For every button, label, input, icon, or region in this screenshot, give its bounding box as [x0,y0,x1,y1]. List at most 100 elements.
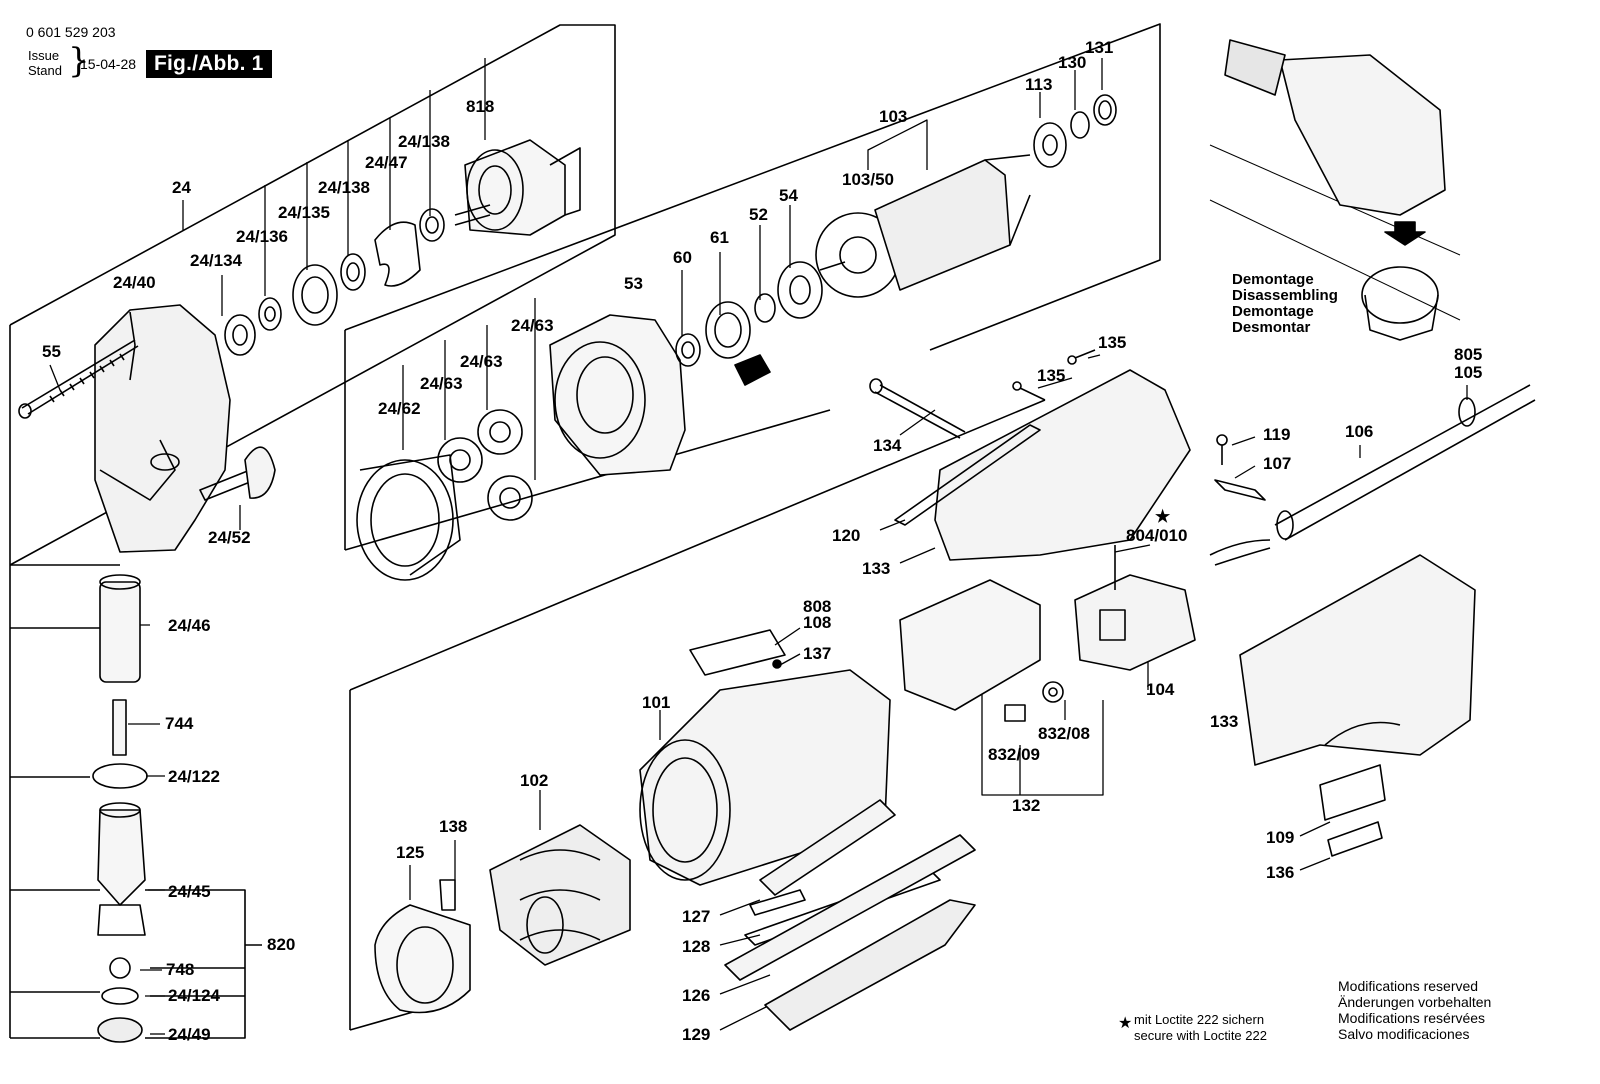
callout-744: 744 [165,714,194,733]
part-screws-135 [1012,349,1096,401]
part-ring-gear [356,454,461,581]
callout-108: 108 [803,613,831,632]
part-clamp-107-119 [1214,434,1266,501]
callout-24-49: 24/49 [168,1025,211,1044]
callout-24-135: 24/135 [278,203,330,222]
callout-832-08: 832/08 [1038,724,1090,743]
modifications-de: Änderungen vorbehalten [1338,994,1492,1010]
modifications-note: Modifications reserved Änderungen vorbeh… [1338,978,1491,1042]
part-cable-106 [1209,384,1536,566]
loctite-line-1: mit Loctite 222 sichern [1134,1012,1265,1027]
figure-label: Fig./Abb. 1 [146,50,272,78]
callout-24-40: 24/40 [113,273,156,292]
callout-60: 60 [673,248,692,267]
callout-24-62: 24/62 [378,399,421,418]
callout-129: 129 [682,1025,710,1044]
callout-labels: 24 24/40 24/134 24/136 24/135 24/138 24/… [42,38,1482,1044]
part-wing-bolt [199,446,276,501]
disassembly-line-de: Demontage [1232,271,1314,288]
callout-24-122: 24/122 [168,767,220,786]
callout-24-46: 24/46 [168,616,211,635]
callout-120: 120 [832,526,860,545]
callout-54: 54 [779,186,798,205]
callout-138: 138 [439,817,467,836]
part-housing-half-133 [894,369,1191,561]
modifications-fr: Modifications resérvées [1338,1010,1486,1026]
callout-24-136: 24/136 [236,227,288,246]
callout-135b: 135 [1037,366,1065,385]
callout-804-010: 804/010 [1126,526,1187,545]
callout-127: 127 [682,907,710,926]
callout-106: 106 [1345,422,1373,441]
callout-53: 53 [624,274,643,293]
part-stator-102 [489,824,631,966]
callout-24-134: 24/134 [190,251,243,270]
callout-24-63c: 24/63 [511,316,554,335]
callout-135a: 135 [1098,333,1126,352]
disassembly-note: Demontage Disassembling Demontage Desmon… [1232,272,1338,336]
callout-61: 61 [710,228,729,247]
part-switch-104 [1074,545,1196,671]
callout-808: 808 [803,597,831,616]
callout-103-50: 103/50 [842,170,894,189]
issue-label: Issue [28,48,60,63]
brace: } [68,41,90,81]
callout-137: 137 [803,644,831,663]
callout-102: 102 [520,771,548,790]
callout-24-45: 24/45 [168,882,211,901]
callout-24-47: 24/47 [365,153,408,172]
callout-134: 134 [873,436,902,455]
callout-748: 748 [166,960,194,979]
callout-24: 24 [172,178,191,197]
part-bearing-113-131 [1033,94,1117,168]
part-armature-103 [815,154,1031,298]
callout-105: 105 [1454,363,1482,382]
disassembly-line-fr: Demontage [1232,303,1314,320]
callout-55: 55 [42,342,61,361]
callout-131: 131 [1085,38,1113,57]
part-angle-head [94,304,231,553]
callout-818: 818 [466,97,494,116]
part-fan-guard-125 [374,879,471,1014]
part-left-column [92,574,148,1043]
callout-805: 805 [1454,345,1482,364]
callout-119: 119 [1263,425,1290,444]
callout-136: 136 [1266,863,1294,882]
part-spindle-818 [454,139,581,236]
part-field-housing-101 [639,629,891,886]
callout-104: 104 [1146,680,1175,699]
callout-133a: 133 [862,559,890,578]
callout-832-09: 832/09 [988,745,1040,764]
callout-101: 101 [642,693,670,712]
part-bearing-60-61 [675,261,823,386]
callout-125: 125 [396,843,424,862]
callout-126: 126 [682,986,710,1005]
part-bearings-row [224,208,445,356]
callout-52: 52 [749,205,768,224]
issue-date: 15-04-28 [80,56,137,72]
callout-103: 103 [879,107,907,126]
callout-24-63b: 24/63 [460,352,503,371]
part-brush-holder [899,579,1064,722]
callout-132: 132 [1012,796,1040,815]
star-mark: ★ [1155,507,1171,526]
disassembly-line-es: Desmontar [1232,319,1311,336]
callout-107: 107 [1263,454,1291,473]
callout-109: 109 [1266,828,1294,847]
part-planet-gears [437,409,533,521]
callout-24-138b: 24/138 [398,132,450,151]
callout-24-138a: 24/138 [318,178,370,197]
callout-24-52: 24/52 [208,528,251,547]
part-gear-housing-53 [549,314,686,476]
stand-label: Stand [28,63,62,78]
callout-130: 130 [1058,53,1086,72]
callout-113: 113 [1025,75,1052,94]
callout-24-63a: 24/63 [420,374,463,393]
loctite-line-2: secure with Loctite 222 [1134,1028,1267,1043]
part-screw-134 [869,378,966,439]
part-inset-demontage [1209,39,1461,341]
part-screw-55 [18,339,139,419]
part-switch-slider-parts [724,799,976,1031]
